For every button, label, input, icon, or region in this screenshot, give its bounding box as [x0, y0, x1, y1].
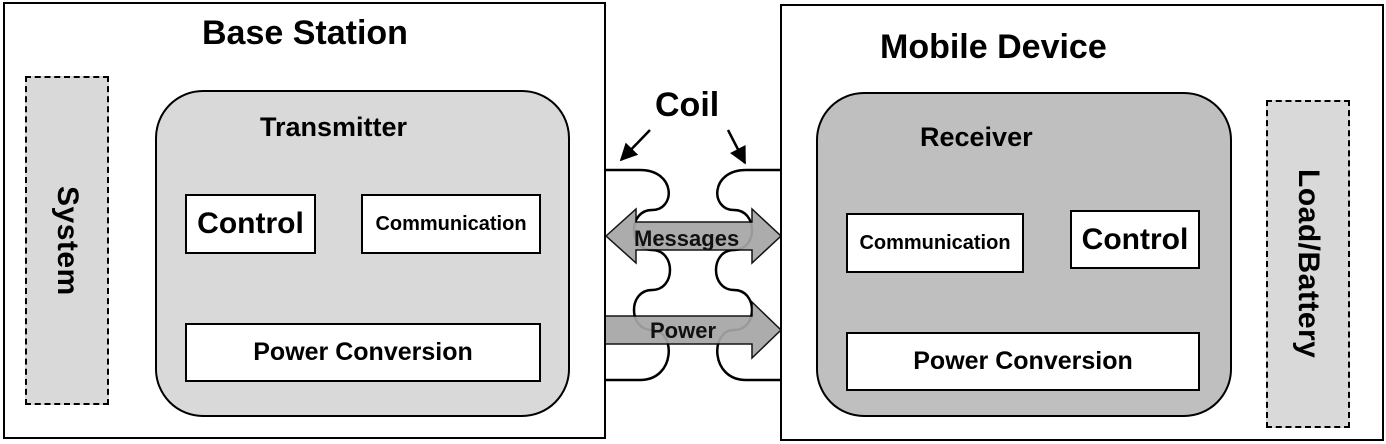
transmitter-control-box: Control — [185, 194, 316, 254]
messages-label: Messages — [634, 226, 740, 251]
load-battery-label: Load/Battery — [1292, 169, 1325, 359]
receiver-communication-box: Communication — [846, 213, 1024, 273]
system-label: System — [51, 185, 84, 296]
secondary-coil — [714, 168, 780, 382]
power-arrow — [603, 300, 783, 360]
power-label: Power — [650, 318, 717, 343]
primary-coil — [606, 168, 672, 382]
coil-label: Coil — [655, 86, 720, 124]
mobile-device-title: Mobile Device — [880, 28, 1107, 66]
load-battery-block: Load/Battery — [1266, 100, 1350, 428]
receiver-title: Receiver — [920, 122, 1033, 152]
coil-pointer-left — [619, 129, 651, 162]
receiver-control-box: Control — [1070, 210, 1200, 269]
transmitter-title: Transmitter — [260, 112, 408, 142]
coil-pointer-right — [726, 129, 747, 165]
base-station-title: Base Station — [202, 14, 408, 52]
receiver-power-conversion-box: Power Conversion — [846, 332, 1200, 391]
system-block: System — [25, 76, 109, 405]
transmitter-power-conversion-box: Power Conversion — [185, 323, 541, 382]
transmitter-communication-box: Communication — [361, 194, 541, 254]
